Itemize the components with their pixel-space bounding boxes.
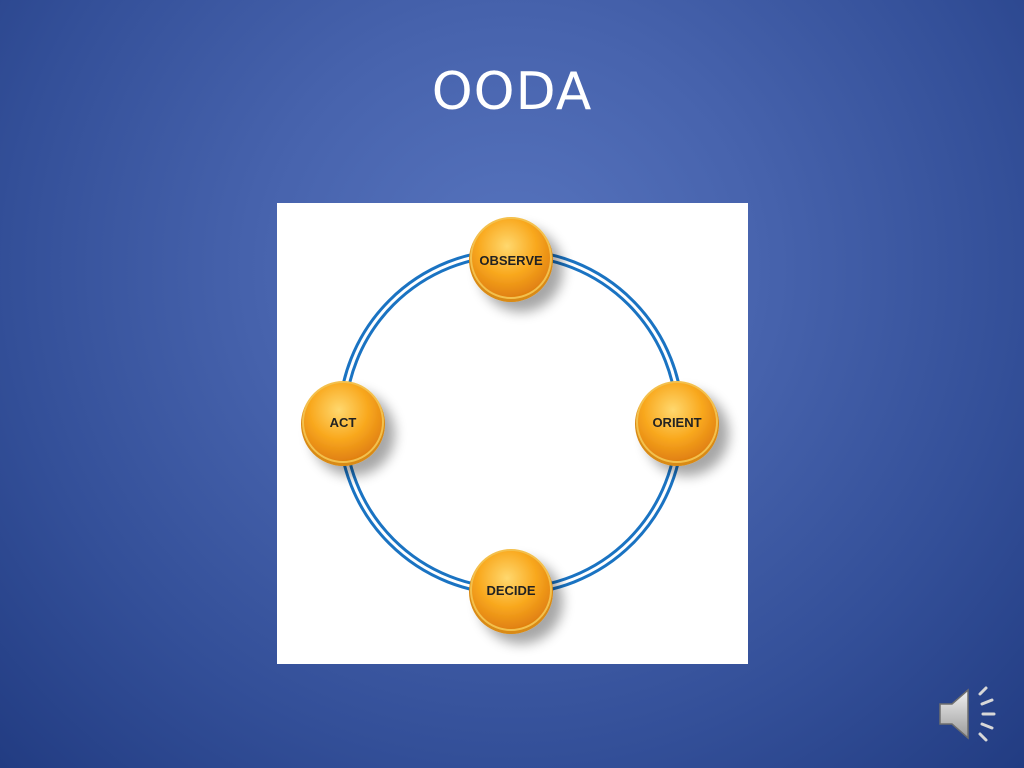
slide-title: OODA — [431, 62, 593, 122]
ooda-cycle-svg: OBSERVE ORIENT DECIDE ACT — [301, 217, 719, 634]
node-observe — [469, 217, 553, 302]
node-decide-label: DECIDE — [486, 583, 535, 598]
node-act-label: ACT — [330, 415, 357, 430]
speaker-icon[interactable] — [936, 682, 1004, 746]
node-decide — [469, 549, 553, 634]
node-act — [301, 381, 385, 466]
ooda-diagram: OBSERVE ORIENT DECIDE ACT — [277, 203, 748, 664]
node-observe-label: OBSERVE — [479, 253, 543, 268]
node-orient-label: ORIENT — [652, 415, 701, 430]
node-orient — [635, 381, 719, 466]
